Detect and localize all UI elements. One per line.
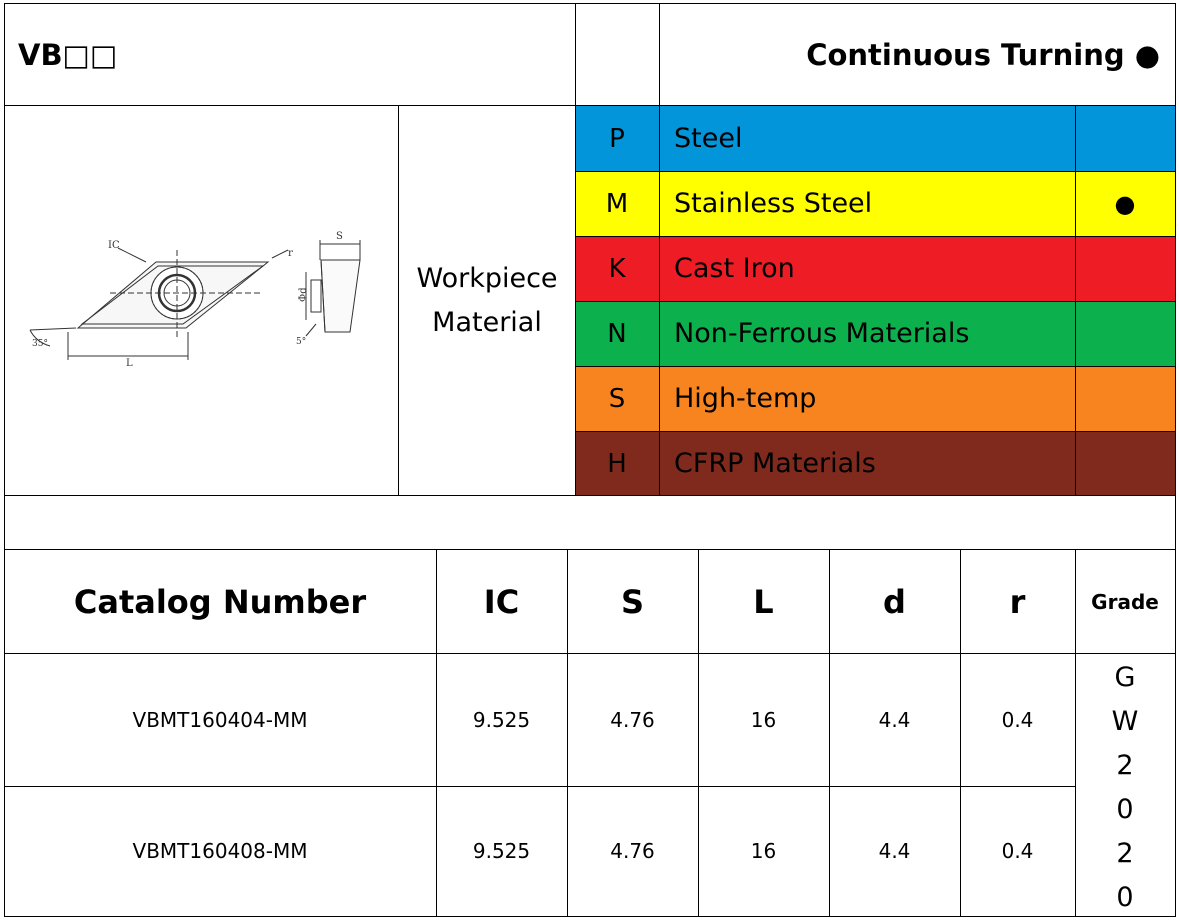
application-label: Continuous Turning ●: [806, 37, 1160, 72]
catalog-number: VBMT160408-MM: [132, 839, 308, 863]
grade-char: 0: [1116, 882, 1134, 913]
drawing-label-ic: IC: [108, 240, 120, 251]
grid-line: [567, 549, 568, 917]
ic-value: 9.525: [472, 707, 531, 732]
grid-line: [4, 653, 1176, 654]
material-code: K: [608, 253, 626, 284]
r-value: 0.4: [1001, 707, 1034, 732]
col-header-ic: IC: [483, 582, 520, 621]
workpiece-material-label: Workpiece Material: [399, 106, 575, 495]
col-header-l: L: [753, 582, 774, 621]
grid-line: [960, 549, 961, 917]
material-name: High-temp: [674, 383, 817, 414]
grid-line: [4, 495, 1176, 496]
material-name: Cast Iron: [674, 253, 795, 284]
s-value: 4.76: [610, 839, 655, 863]
material-code: H: [607, 448, 627, 479]
grade-char: G: [1114, 662, 1136, 693]
material-mark: [1075, 366, 1175, 431]
workpiece-label-line1: Workpiece: [416, 262, 558, 294]
col-header-catalog: Catalog Number: [73, 582, 367, 621]
l-value: 16: [750, 839, 777, 863]
l-value: 16: [750, 707, 777, 732]
material-name: Stainless Steel: [674, 188, 873, 219]
d-value: 4.4: [878, 707, 911, 732]
drawing-label-s: S: [336, 231, 343, 242]
col-header-r: r: [1009, 582, 1026, 621]
col-header-d: d: [883, 582, 906, 621]
drawing-label-r: r: [288, 248, 293, 259]
grade-char: 2: [1116, 838, 1134, 869]
r-value: 0.4: [1001, 839, 1034, 863]
material-name: Steel: [674, 123, 743, 154]
material-code: M: [605, 188, 629, 219]
grid-line: [575, 366, 1176, 367]
material-mark: ●: [1114, 189, 1136, 218]
grade-char: W: [1111, 706, 1139, 737]
grid-line: [4, 786, 1076, 787]
grid-line: [4, 916, 1176, 917]
product-code: VB□□: [18, 37, 118, 72]
material-name: Non-Ferrous Materials: [674, 318, 970, 349]
drawing-label-angle: 35°: [32, 339, 48, 349]
grid-line: [436, 549, 437, 917]
grid-line: [575, 236, 1176, 237]
grid-line: [575, 3, 576, 496]
col-header-s: S: [620, 582, 645, 621]
catalog-number: VBMT160404-MM: [132, 707, 308, 732]
col-header-grade: Grade: [1091, 589, 1159, 614]
grid-line: [1075, 106, 1076, 496]
ic-value: 9.525: [472, 839, 531, 863]
material-code: N: [607, 318, 627, 349]
grid-line: [575, 301, 1176, 302]
grid-line: [659, 3, 660, 496]
drawing-label-d: Φd: [298, 287, 309, 302]
material-mark: [1075, 236, 1175, 301]
material-code: P: [609, 123, 625, 154]
grade-char: 2: [1116, 750, 1134, 781]
d-value: 4.4: [878, 839, 911, 863]
drawing-label-l: L: [126, 358, 133, 369]
grid-line: [1175, 3, 1176, 917]
s-value: 4.76: [610, 707, 655, 732]
grade-char: 0: [1116, 794, 1134, 825]
grid-line: [4, 3, 1176, 4]
grid-line: [4, 549, 1176, 550]
grid-line: [575, 431, 1176, 432]
material-code: S: [608, 383, 626, 414]
grid-line: [4, 105, 1176, 106]
material-name: CFRP Materials: [674, 448, 876, 479]
workpiece-label-line2: Material: [432, 306, 542, 338]
material-mark: [1075, 301, 1175, 366]
drawing-label-relief: 5°: [296, 337, 306, 347]
insert-drawing: IC r L 35° S Φd 5°: [29, 231, 361, 369]
grid-line: [575, 171, 1176, 172]
material-mark: [1075, 431, 1175, 496]
grid-line: [829, 549, 830, 917]
grid-line: [4, 3, 5, 917]
grid-line: [398, 106, 399, 496]
material-mark: [1075, 106, 1175, 171]
grid-line: [698, 549, 699, 917]
grid-line: [1075, 549, 1076, 917]
